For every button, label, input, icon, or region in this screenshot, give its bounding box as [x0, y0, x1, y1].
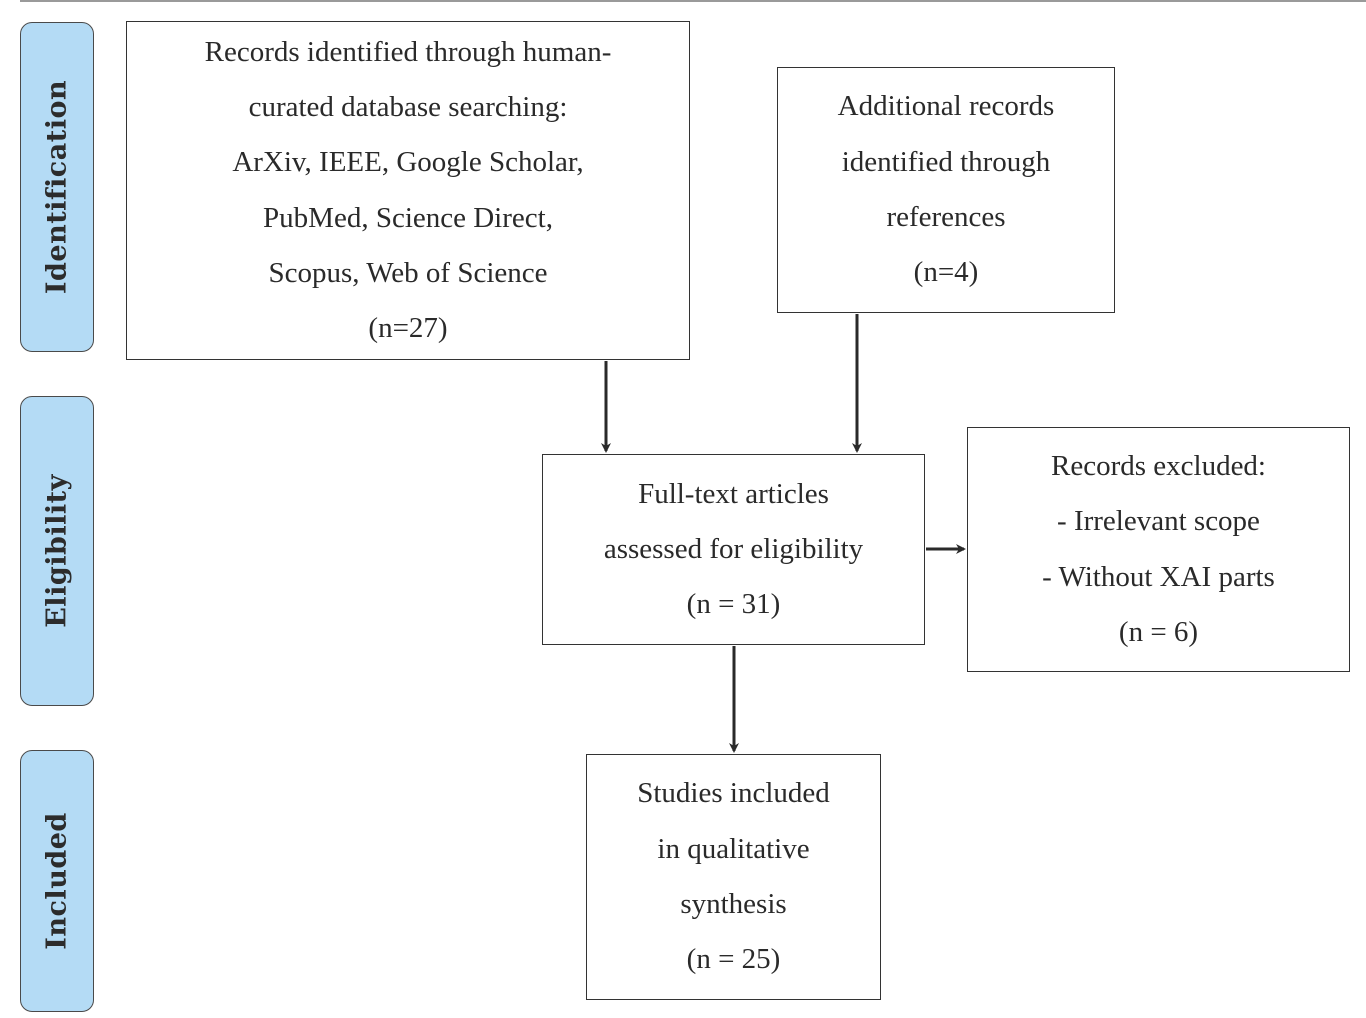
database-records-line-2: curated database searching: — [248, 90, 568, 123]
records-excluded-count: (n = 6) — [1118, 615, 1199, 648]
top-rule — [20, 0, 1366, 2]
stage-identification: Identification — [20, 22, 94, 352]
full-text-assessed-line-1: Full-text articles — [638, 477, 829, 510]
database-records-box: Records identified through human- curate… — [126, 21, 690, 360]
records-excluded-line-2: - Irrelevant scope — [1057, 505, 1260, 538]
additional-records-line-2: identified through — [841, 145, 1051, 178]
records-excluded-line-1: Records excluded: — [1050, 449, 1266, 482]
studies-included-count: (n = 25) — [686, 943, 781, 976]
records-excluded-line-3: - Without XAI parts — [1042, 560, 1275, 593]
database-records-count: (n=27) — [368, 312, 448, 345]
studies-included-box: Studies included in qualitative synthesi… — [586, 754, 881, 1000]
additional-records-line-1: Additional records — [837, 90, 1055, 123]
additional-records-line-3: references — [886, 201, 1006, 233]
stage-included: Included — [20, 750, 94, 1012]
database-records-line-1: Records identified through human- — [204, 35, 612, 68]
additional-records-box: Additional records identified through re… — [777, 67, 1115, 313]
database-records-line-3: ArXiv, IEEE, Google Scholar, — [232, 146, 584, 179]
stage-eligibility: Eligibility — [20, 396, 94, 706]
studies-included-line-2: in qualitative — [657, 832, 810, 865]
studies-included-line-1: Studies included — [637, 777, 830, 810]
database-records-line-5: Scopus, Web of Science — [268, 256, 548, 289]
records-excluded-box: Records excluded: - Irrelevant scope - W… — [967, 427, 1350, 672]
full-text-assessed-line-2: assessed for eligibility — [603, 532, 864, 565]
database-records-line-4: PubMed, Science Direct, — [263, 201, 553, 234]
additional-records-count: (n=4) — [913, 256, 979, 289]
studies-included-line-3: synthesis — [680, 888, 787, 920]
full-text-assessed-count: (n = 31) — [686, 588, 781, 621]
full-text-assessed-box: Full-text articles assessed for eligibil… — [542, 454, 925, 645]
